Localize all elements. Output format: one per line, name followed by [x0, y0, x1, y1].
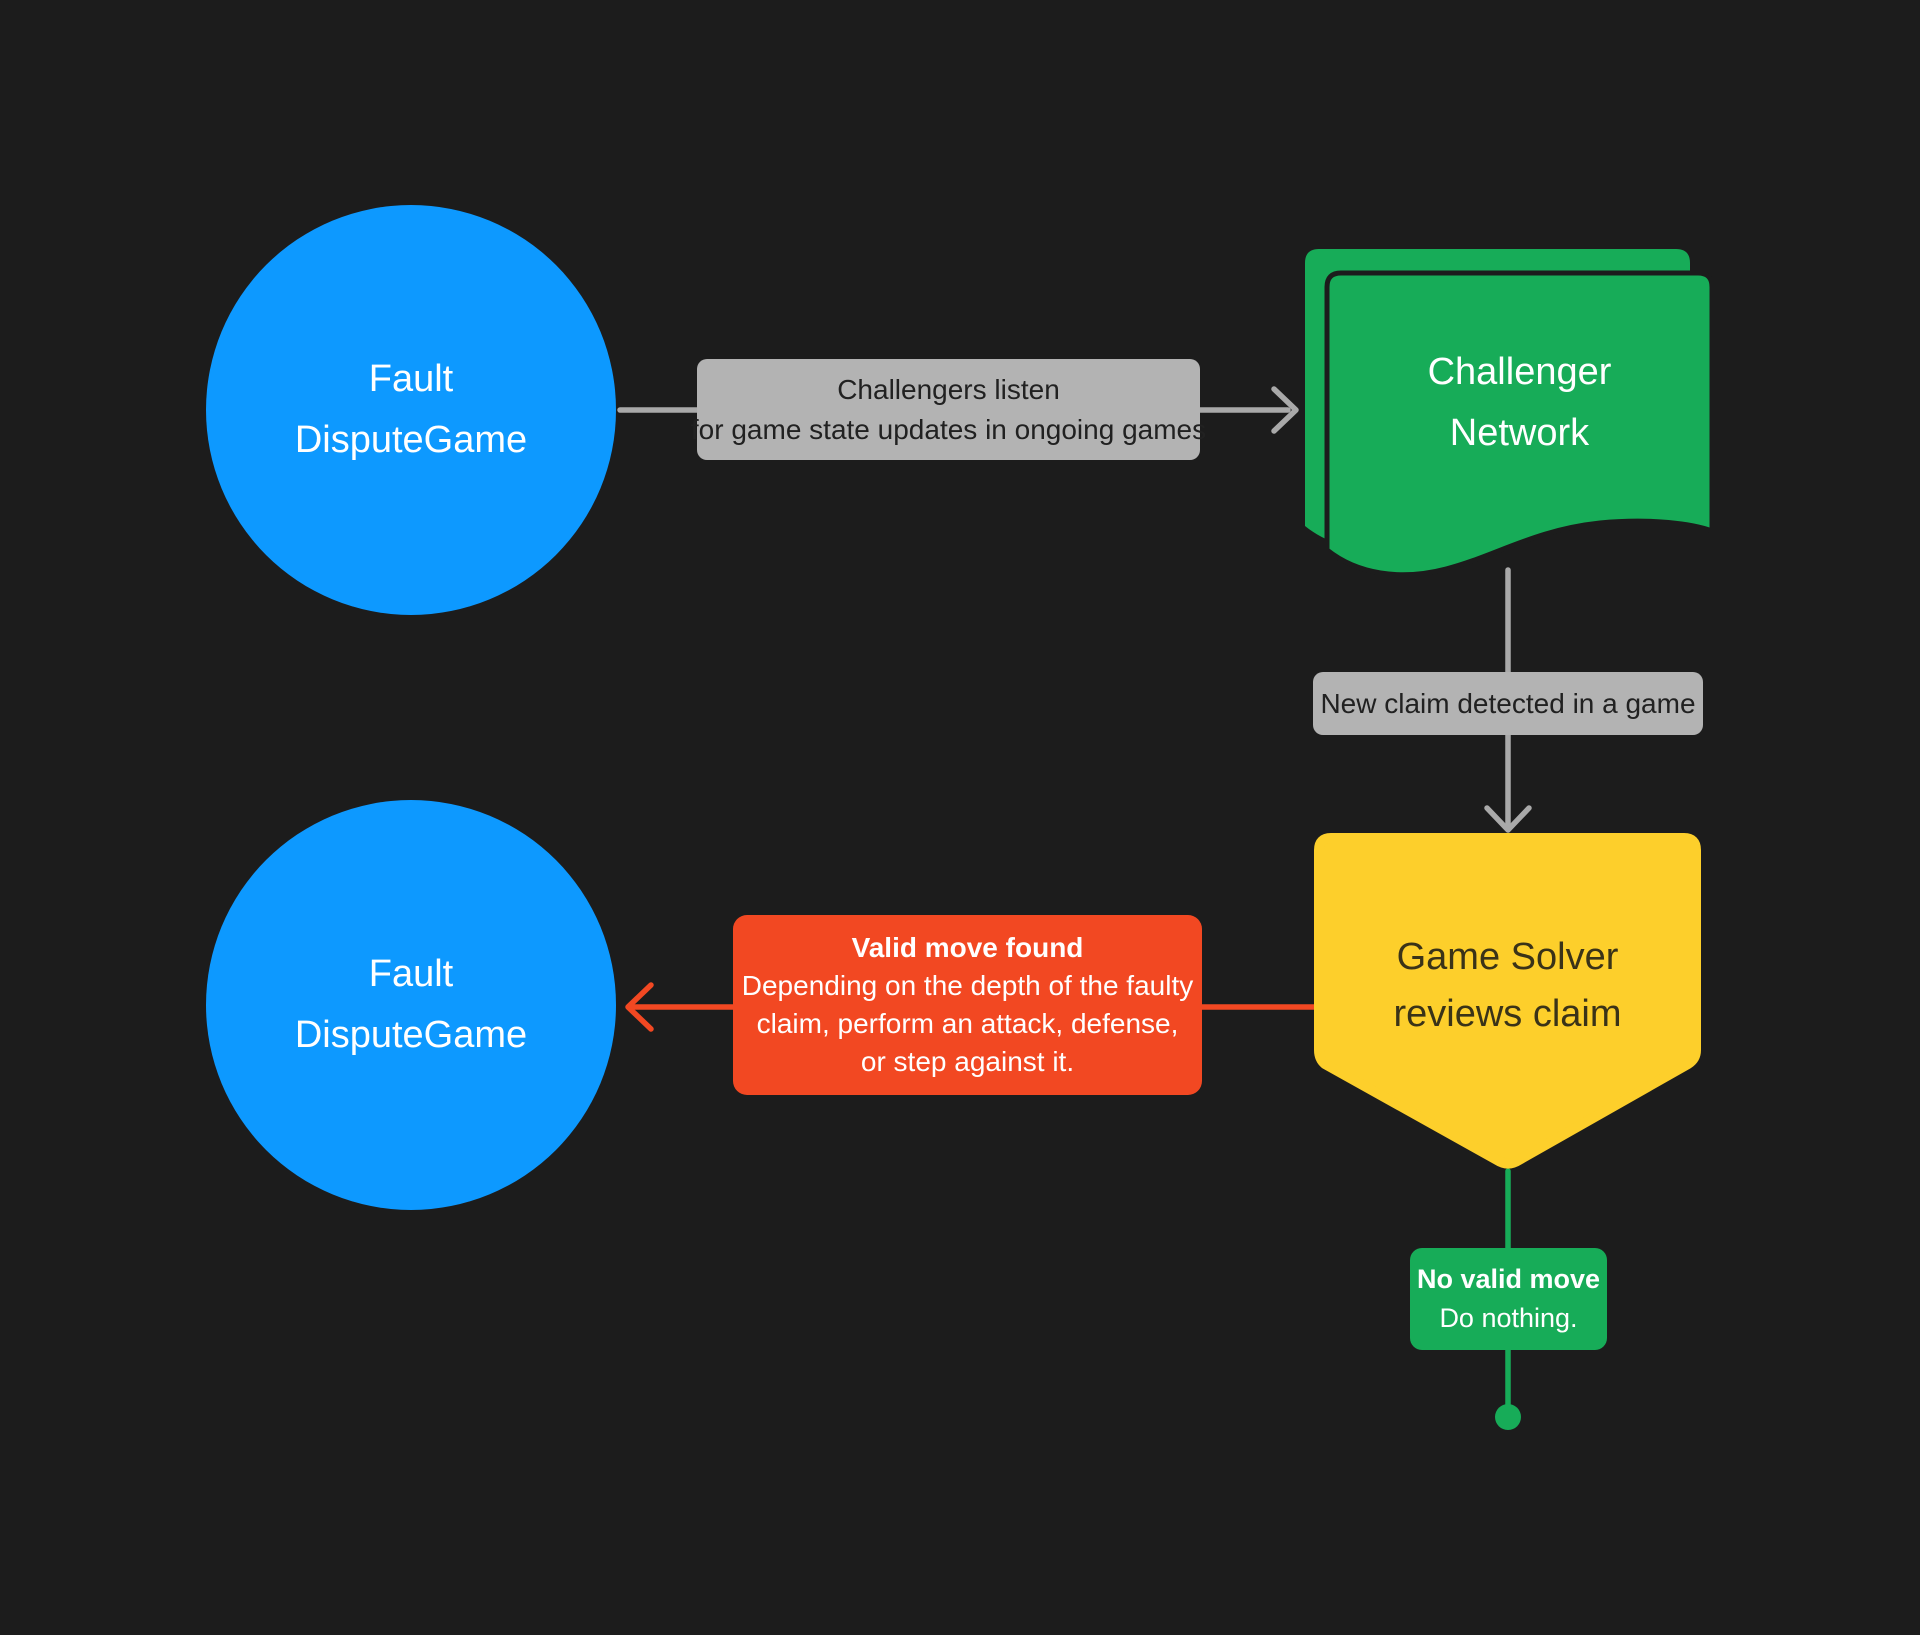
arrowhead-down-icon	[1484, 805, 1532, 833]
node-label-line2: DisputeGame	[294, 419, 528, 461]
fault-dispute-game-node-top[interactable]: Fault DisputeGame	[206, 205, 616, 615]
label-line2: claim, perform an attack, defense,	[756, 1008, 1179, 1039]
document-front-icon	[1324, 270, 1715, 578]
new-claim-label[interactable]: New claim detected in a game	[1313, 672, 1703, 735]
node-label-line1: Fault	[368, 953, 454, 995]
node-label-line2: DisputeGame	[294, 1014, 528, 1056]
fault-dispute-game-node-bottom[interactable]: Fault DisputeGame	[206, 800, 616, 1210]
node-label: Fault DisputeGame	[295, 349, 527, 471]
label-line1: New claim detected in a game	[1320, 687, 1696, 719]
arrowhead-left-icon	[625, 982, 654, 1032]
challengers-listen-label[interactable]: Challengers listen for game state update…	[691, 359, 1206, 460]
game-solver-shape[interactable]	[1314, 833, 1701, 1169]
label-line1: Depending on the depth of the faulty	[741, 970, 1194, 1001]
label-title: Valid move found	[851, 932, 1084, 963]
valid-move-label[interactable]: Valid move found Depending on the depth …	[733, 915, 1202, 1095]
endpoint-dot-icon	[1495, 1404, 1521, 1430]
label-body: Do nothing.	[1439, 1303, 1578, 1333]
node-label: Fault DisputeGame	[295, 944, 527, 1066]
label-line3: or step against it.	[860, 1046, 1075, 1077]
node-label-line1: Fault	[368, 358, 454, 400]
label-line1: Challengers listen	[837, 373, 1060, 405]
label-title: No valid move	[1416, 1264, 1601, 1294]
no-valid-move-label[interactable]: No valid move Do nothing.	[1410, 1248, 1607, 1350]
arrowhead-right-icon	[1271, 386, 1299, 434]
challenger-network-shape[interactable]	[1305, 249, 1715, 578]
label-line2: for game state updates in ongoing games	[690, 413, 1207, 445]
